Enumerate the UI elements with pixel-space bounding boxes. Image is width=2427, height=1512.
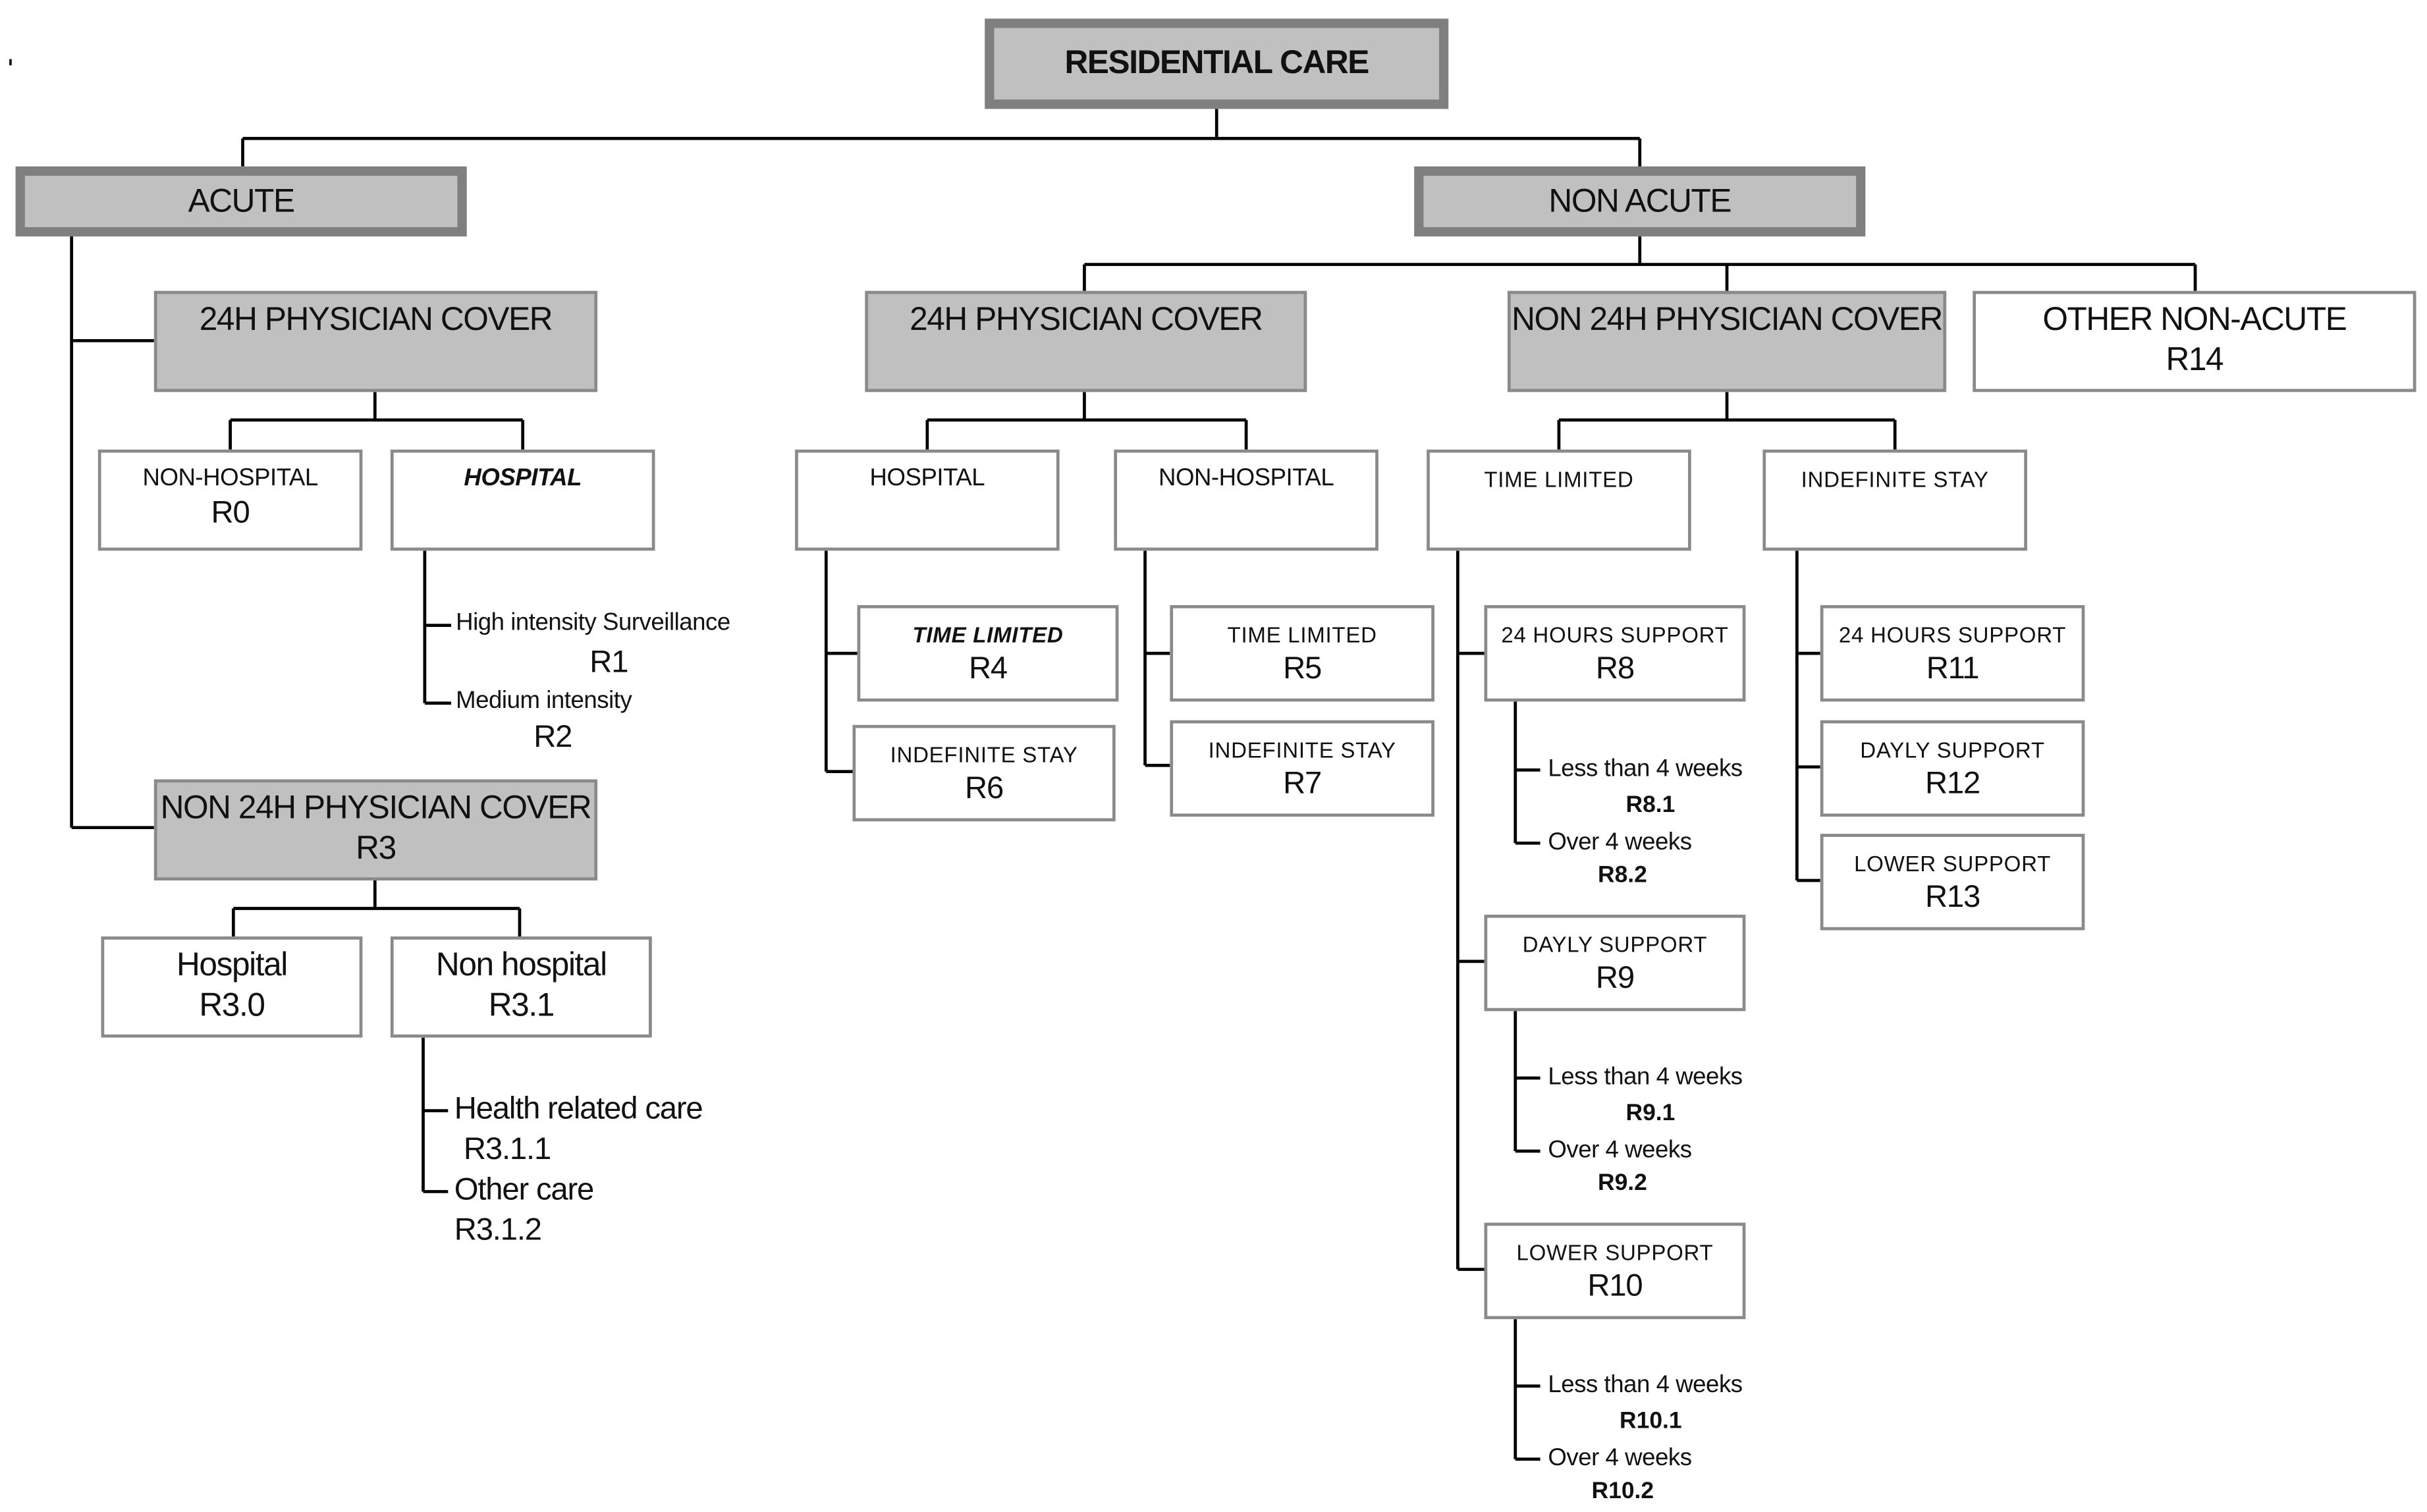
node-label: INDEFINITE STAY	[890, 742, 1078, 767]
node-indefinite-stay-r7: INDEFINITE STAY R7	[1170, 720, 1434, 817]
node-time-limited-r4: TIME LIMITED R4	[857, 605, 1119, 702]
node-label: DAYLY SUPPORT	[1860, 737, 2045, 763]
node-label: TIME LIMITED	[912, 622, 1064, 647]
leaf-health-related-care: Health related care	[454, 1092, 703, 1127]
node-code: R14	[2166, 342, 2223, 379]
node-code: R3.0	[199, 987, 265, 1024]
node-non-acute-non-24h-physician-cover: NON 24H PHYSICIAN COVER	[1507, 290, 1947, 392]
node-code: R3	[356, 830, 396, 867]
leaf-code-r3-1-1: R3.1.1	[463, 1132, 551, 1167]
node-dayly-support-r9: DAYLY SUPPORT R9	[1484, 914, 1746, 1012]
leaf-code-r9-1: R9.1	[1625, 1100, 1676, 1127]
leaf-r10-less-4-weeks: Less than 4 weeks	[1548, 1372, 1743, 1399]
leaf-code-r10-2: R10.2	[1591, 1478, 1654, 1505]
node-code: R11	[1926, 651, 1980, 686]
node-label: 24H PHYSICIAN COVER	[199, 302, 553, 338]
node-label: NON-HOSPITAL	[1158, 465, 1334, 492]
node-code: R4	[968, 651, 1008, 686]
node-code: R6	[965, 771, 1004, 806]
node-label: Hospital	[176, 947, 288, 983]
node-label: INDEFINITE STAY	[1801, 466, 1989, 492]
leaf-r10-over-4-weeks: Over 4 weeks	[1548, 1445, 1692, 1472]
node-label: 24 HOURS SUPPORT	[1838, 622, 2067, 647]
node-label: INDEFINITE STAY	[1208, 737, 1396, 763]
node-dayly-support-r12: DAYLY SUPPORT R12	[1820, 720, 2085, 817]
node-label: LOWER SUPPORT	[1854, 851, 2052, 876]
node-label: NON 24H PHYSICIAN COVER	[160, 790, 592, 826]
node-code: R3.1	[488, 987, 555, 1024]
node-acute-hospital: HOSPITAL	[390, 449, 655, 551]
node-label: NON ACUTE	[1548, 182, 1732, 219]
node-acute-24h-physician-cover: 24H PHYSICIAN COVER	[153, 290, 598, 392]
node-acute: ACUTE	[15, 166, 467, 237]
node-label: 24 HOURS SUPPORT	[1501, 622, 1729, 647]
node-indefinite-stay: INDEFINITE STAY	[1762, 449, 2027, 551]
node-label: NON 24H PHYSICIAN COVER	[1512, 302, 1943, 338]
node-label: NON-HOSPITAL	[142, 465, 318, 492]
node-lower-support-r10: LOWER SUPPORT R10	[1484, 1222, 1746, 1320]
node-code: R10	[1587, 1269, 1643, 1304]
leaf-code-r8-1: R8.1	[1625, 792, 1676, 819]
node-label: LOWER SUPPORT	[1516, 1239, 1714, 1265]
node-time-limited: TIME LIMITED	[1427, 449, 1691, 551]
leaf-other-care: Other care	[454, 1173, 595, 1208]
leaf-r8-over-4-weeks: Over 4 weeks	[1548, 829, 1692, 856]
node-label: HOSPITAL	[869, 465, 985, 492]
leaf-r9-over-4-weeks: Over 4 weeks	[1548, 1137, 1692, 1164]
node-label: 24H PHYSICIAN COVER	[910, 302, 1263, 338]
node-other-non-acute-r14: OTHER NON-ACUTE R14	[1973, 290, 2416, 392]
node-residential-care: RESIDENTIAL CARE	[985, 18, 1449, 109]
leaf-code-r1: R1	[589, 645, 628, 680]
leaf-code-r10-1: R10.1	[1620, 1407, 1682, 1434]
leaf-r9-less-4-weeks: Less than 4 weeks	[1548, 1064, 1743, 1091]
node-24h-support-r11: 24 HOURS SUPPORT R11	[1820, 605, 2085, 702]
node-code: R9	[1595, 961, 1635, 996]
node-label: DAYLY SUPPORT	[1522, 931, 1708, 957]
node-label: TIME LIMITED	[1227, 622, 1377, 647]
node-time-limited-r5: TIME LIMITED R5	[1170, 605, 1434, 702]
node-non-acute: NON ACUTE	[1414, 166, 1866, 237]
node-label: ACUTE	[188, 182, 295, 219]
node-na-non-hospital: NON-HOSPITAL	[1114, 449, 1378, 551]
node-code: R5	[1283, 651, 1322, 686]
node-label: HOSPITAL	[464, 465, 582, 492]
node-code: R7	[1283, 767, 1322, 801]
leaf-code-r8-2: R8.2	[1597, 861, 1647, 888]
node-na-hospital: HOSPITAL	[795, 449, 1060, 551]
leaf-code-r3-1-2: R3.1.2	[454, 1213, 542, 1248]
node-label: RESIDENTIAL CARE	[1064, 45, 1369, 81]
node-non-acute-24h-physician-cover: 24H PHYSICIAN COVER	[865, 290, 1307, 392]
node-acute-non-hospital-r0: NON-HOSPITAL R0	[97, 449, 363, 551]
leaf-code-r2: R2	[533, 720, 572, 755]
node-indefinite-stay-r6: INDEFINITE STAY R6	[852, 724, 1116, 822]
leaf-code-r9-2: R9.2	[1597, 1170, 1647, 1197]
node-code: R8	[1595, 651, 1635, 686]
node-label: TIME LIMITED	[1484, 466, 1634, 492]
node-label: OTHER NON-ACUTE	[2042, 302, 2347, 338]
node-label: Non hospital	[435, 947, 607, 983]
node-lower-support-r13: LOWER SUPPORT R13	[1820, 834, 2085, 931]
leaf-medium-intensity: Medium intensity	[456, 688, 632, 715]
node-code: R13	[1924, 880, 1980, 915]
node-code: R0	[211, 496, 250, 531]
node-code: R12	[1924, 767, 1980, 801]
node-acute-non-24h-physician-cover-r3: NON 24H PHYSICIAN COVER R3	[153, 779, 598, 881]
node-24h-support-r8: 24 HOURS SUPPORT R8	[1484, 605, 1746, 702]
leaf-high-intensity: High intensity Surveillance	[456, 609, 730, 637]
stray-mark	[9, 59, 12, 66]
leaf-r8-less-4-weeks: Less than 4 weeks	[1548, 756, 1743, 783]
